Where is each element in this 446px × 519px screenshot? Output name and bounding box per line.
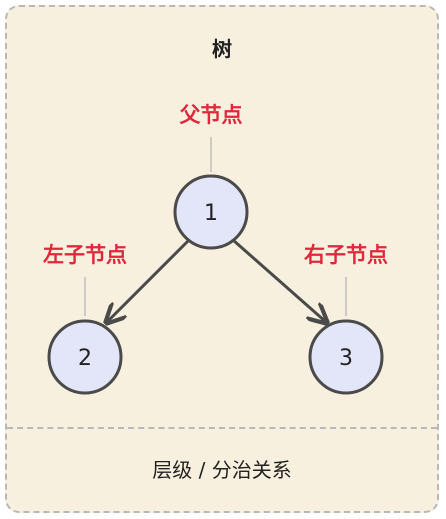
- edge-root-right: [232, 238, 326, 322]
- node-left-label: 2: [78, 346, 92, 371]
- node-root-label: 1: [204, 201, 218, 226]
- node-left: 2: [47, 319, 123, 395]
- card-footer: 层级 / 分治关系: [152, 458, 292, 482]
- footer-divider: [7, 427, 437, 429]
- right-tag: 右子节点: [304, 243, 388, 267]
- card-title: 树: [212, 37, 232, 61]
- edge-root-left: [107, 238, 191, 322]
- tree-card: 树 层级 / 分治关系: [5, 5, 439, 513]
- node-right-label: 3: [339, 346, 353, 371]
- root-tag: 父节点: [180, 103, 243, 127]
- node-right: 3: [308, 319, 384, 395]
- left-tag: 左子节点: [43, 243, 127, 267]
- node-root: 1: [173, 174, 249, 250]
